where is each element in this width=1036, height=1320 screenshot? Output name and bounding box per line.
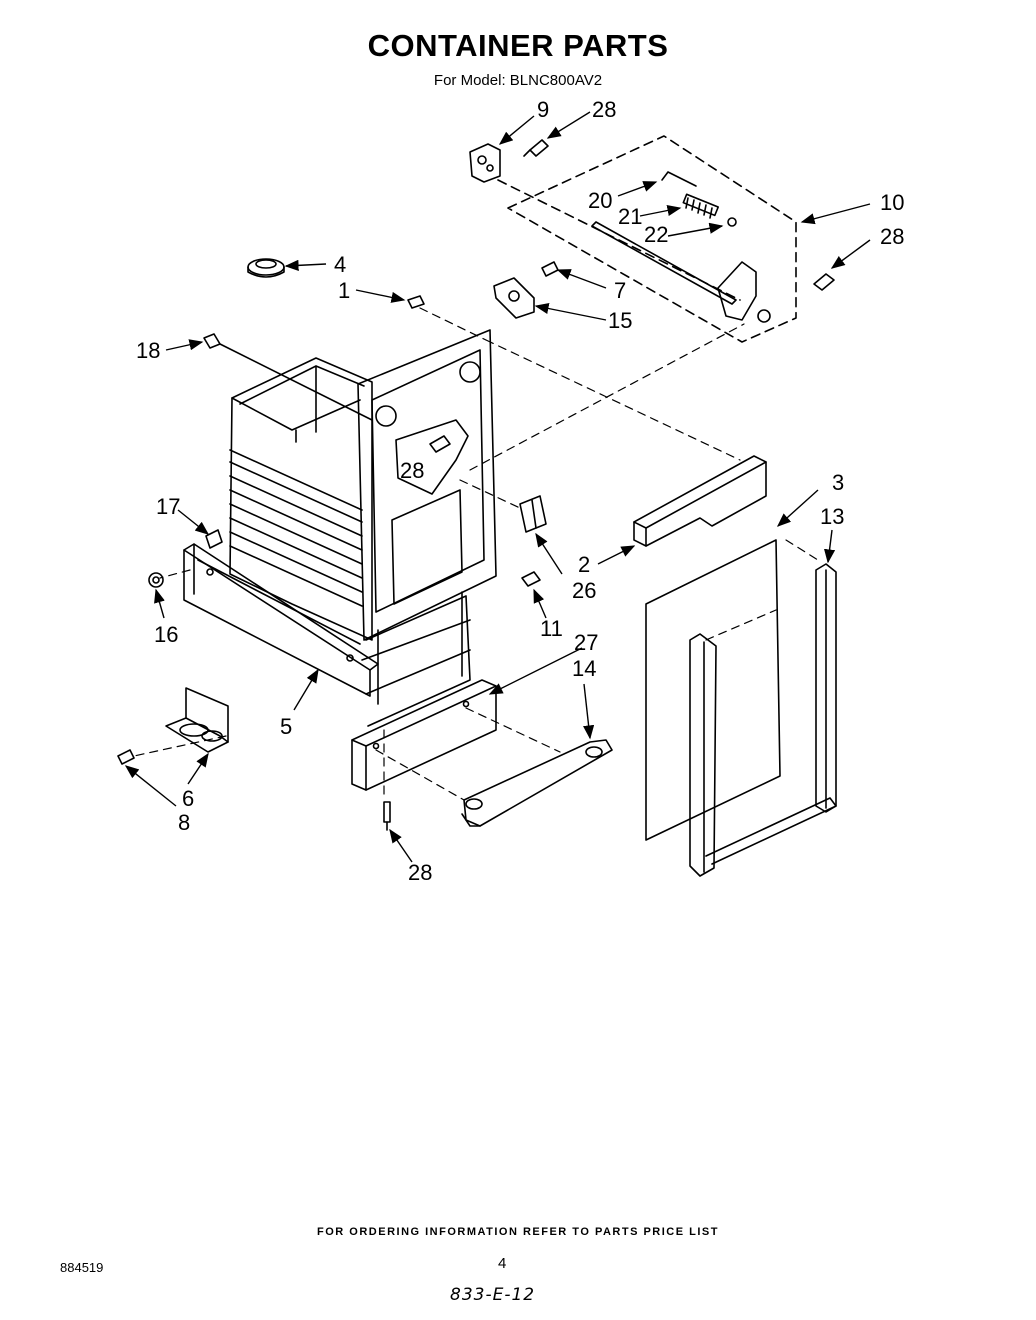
alignment-lines xyxy=(133,307,819,801)
part-11-screw xyxy=(521,571,541,587)
handwritten-code: 833-E-12 xyxy=(450,1285,536,1305)
part-4-cap xyxy=(247,258,285,278)
part-20-rod xyxy=(661,171,697,187)
part-8-screw xyxy=(117,749,135,765)
callout-17: 17 xyxy=(156,494,180,519)
part-28-screw-right xyxy=(813,273,835,291)
part-22-clip xyxy=(727,217,737,227)
callout-18: 18 xyxy=(136,338,160,363)
part-1-screw xyxy=(407,295,425,309)
callout-6: 6 xyxy=(182,786,194,811)
part-28-screw-top xyxy=(523,139,549,157)
part-28-screw-inner xyxy=(429,435,451,453)
callout-5: 5 xyxy=(280,714,292,739)
part-9-bracket xyxy=(469,143,501,183)
part-5-rail xyxy=(183,543,379,697)
callout-13: 13 xyxy=(820,504,844,529)
callout-15: 15 xyxy=(608,308,632,333)
part-14-handle xyxy=(461,739,613,827)
part-27-bracket xyxy=(351,679,497,791)
callout-8: 8 xyxy=(178,810,190,835)
dispenser-rod xyxy=(591,221,771,323)
part-26-clip xyxy=(519,495,547,533)
part-16-nut xyxy=(148,572,164,588)
callout-27: 27 xyxy=(574,630,598,655)
callout-10: 10 xyxy=(880,190,904,215)
container-front-panel xyxy=(357,329,497,727)
callout-7: 7 xyxy=(614,278,626,303)
ordering-note: FOR ORDERING INFORMATION REFER TO PARTS … xyxy=(317,1226,719,1238)
part-18-screw xyxy=(203,333,373,421)
page-number: 4 xyxy=(498,1255,507,1272)
callout-20: 20 xyxy=(588,188,612,213)
model-subtitle: For Model: BLNC800AV2 xyxy=(433,72,603,89)
callout-28-top: 28 xyxy=(592,97,616,122)
callout-22: 22 xyxy=(644,222,668,247)
callout-9: 9 xyxy=(537,97,549,122)
callout-28-bottom: 28 xyxy=(408,860,432,885)
part-13-door-trim xyxy=(689,563,837,877)
part-28-screw-bottom xyxy=(383,801,391,831)
callout-28-right: 28 xyxy=(880,224,904,249)
callout-16: 16 xyxy=(154,622,178,647)
diagram-title: CONTAINER PARTS xyxy=(367,28,669,63)
part-15-bracket xyxy=(493,277,535,319)
container-body xyxy=(229,357,373,641)
callout-11: 11 xyxy=(540,616,563,641)
part-17-clip xyxy=(205,529,223,549)
callout-21: 21 xyxy=(618,204,642,229)
part-3-door-panel xyxy=(645,539,781,841)
callout-3: 3 xyxy=(832,470,844,495)
callout-2: 2 xyxy=(578,552,590,577)
part-2-bracket xyxy=(633,455,767,547)
part-21-spring xyxy=(682,193,719,219)
callout-26: 26 xyxy=(572,578,596,603)
callout-1: 1 xyxy=(338,278,350,303)
callout-14: 14 xyxy=(572,656,596,681)
document-number: 884519 xyxy=(60,1260,104,1275)
callout-28-inner: 28 xyxy=(400,458,424,483)
part-6-hinge xyxy=(165,687,229,753)
part-7-screw xyxy=(541,261,559,277)
callout-4: 4 xyxy=(334,252,346,277)
